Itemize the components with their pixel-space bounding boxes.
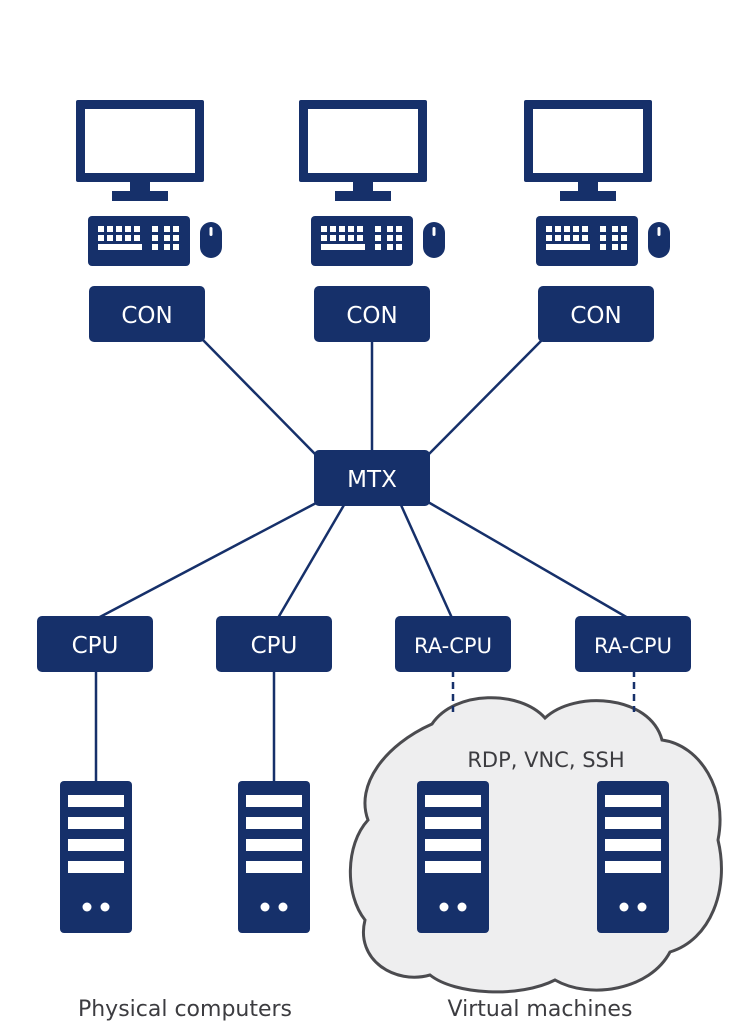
link-con3-mtx	[427, 339, 543, 456]
link-con1-mtx	[202, 339, 317, 456]
ra-cpu-label: RA-CPU	[594, 634, 672, 658]
link-mtx-cpu2	[276, 504, 346, 619]
con-label: CON	[121, 303, 172, 329]
matrix-label: MTX	[347, 467, 397, 493]
link-mtx-racpu2	[427, 500, 629, 620]
link-mtx-racpu1	[399, 504, 454, 619]
workstation	[76, 100, 222, 266]
cpu-node: CPU	[216, 616, 332, 672]
monitor-icon	[299, 100, 427, 201]
server-tower-icon	[60, 781, 132, 933]
cpu-node: CPU	[37, 616, 153, 672]
server-tower-icon	[238, 781, 310, 933]
con-label: CON	[346, 303, 397, 329]
con-node: CON	[314, 286, 430, 342]
workstation	[299, 100, 445, 266]
cloud-protocols-label: RDP, VNC, SSH	[467, 748, 624, 772]
cpu-label: CPU	[251, 633, 298, 659]
mouse-icon	[423, 222, 445, 258]
mouse-icon	[200, 222, 222, 258]
caption-physical-computers: Physical computers	[78, 997, 292, 1022]
ra-cpu-node: RA-CPU	[575, 616, 691, 672]
connections	[94, 339, 636, 782]
con-node: CON	[538, 286, 654, 342]
ra-cpu-node: RA-CPU	[395, 616, 511, 672]
monitor-icon	[76, 100, 204, 201]
mouse-icon	[648, 222, 670, 258]
matrix-node: MTX	[314, 450, 430, 506]
ra-cpu-label: RA-CPU	[414, 634, 492, 658]
monitor-icon	[524, 100, 652, 201]
con-node: CON	[89, 286, 205, 342]
link-mtx-cpu1	[97, 500, 319, 620]
cpu-label: CPU	[72, 633, 119, 659]
caption-virtual-machines: Virtual machines	[448, 997, 633, 1022]
keyboard-icon	[536, 216, 638, 266]
con-label: CON	[570, 303, 621, 329]
workstation	[524, 100, 670, 266]
keyboard-icon	[88, 216, 190, 266]
keyboard-icon	[311, 216, 413, 266]
server-tower-icon	[597, 781, 669, 933]
server-tower-icon	[417, 781, 489, 933]
